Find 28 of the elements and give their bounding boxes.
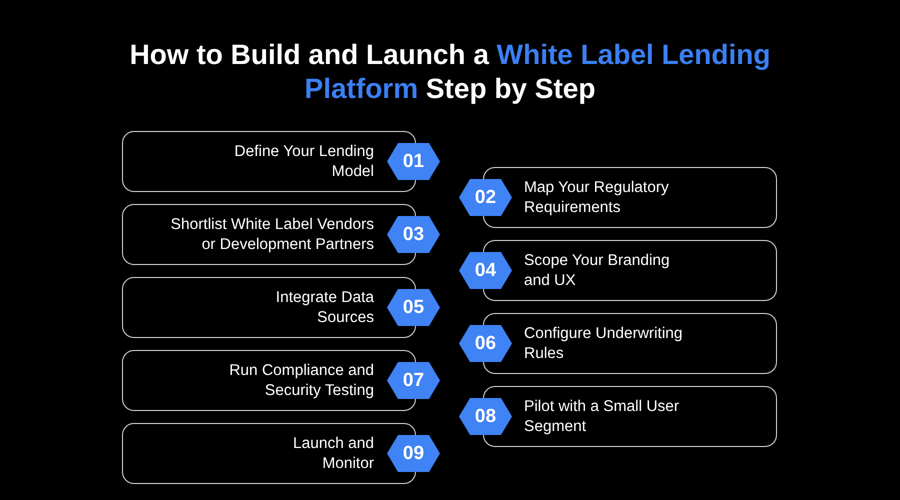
title: How to Build and Launch a White Label Lending Platform Step by Step — [128, 38, 772, 106]
hexagon-badge — [387, 362, 440, 399]
step-number: 09 — [402, 444, 424, 463]
step-number: 08 — [474, 407, 496, 426]
step-number: 01 — [402, 152, 424, 171]
step-text: Define Your Lending Model — [233, 142, 374, 182]
step-text: Integrate Data Sources — [274, 288, 374, 328]
step-text: Map Your Regulatory Requirements — [524, 178, 670, 218]
step-number: 05 — [402, 298, 424, 317]
step-number: 03 — [402, 225, 424, 244]
step-number: 07 — [402, 371, 424, 390]
step-text: Configure Underwriting Rules — [524, 324, 684, 364]
step-text: Scope Your Branding and UX — [524, 250, 671, 290]
step-number: 06 — [474, 334, 496, 353]
hexagon-badge — [459, 398, 512, 435]
hexagon-badge — [459, 252, 512, 289]
hexagon-badge — [387, 289, 440, 326]
hexagon-badge — [387, 216, 440, 253]
step-text: Shortlist White Label Vendors or Development Partners — [170, 214, 374, 254]
hexagon-badge — [459, 325, 512, 362]
step-text: Launch and Monitor — [292, 434, 374, 474]
hexagon-badge — [387, 435, 440, 472]
step-number: 02 — [474, 188, 496, 207]
hexagon-badge — [387, 143, 440, 180]
step-number: 04 — [474, 261, 496, 280]
hexagon-badge — [459, 179, 512, 216]
step-text: Run Compliance and Security Testing — [228, 360, 374, 400]
step-text: Pilot with a Small User Segment — [524, 396, 680, 436]
